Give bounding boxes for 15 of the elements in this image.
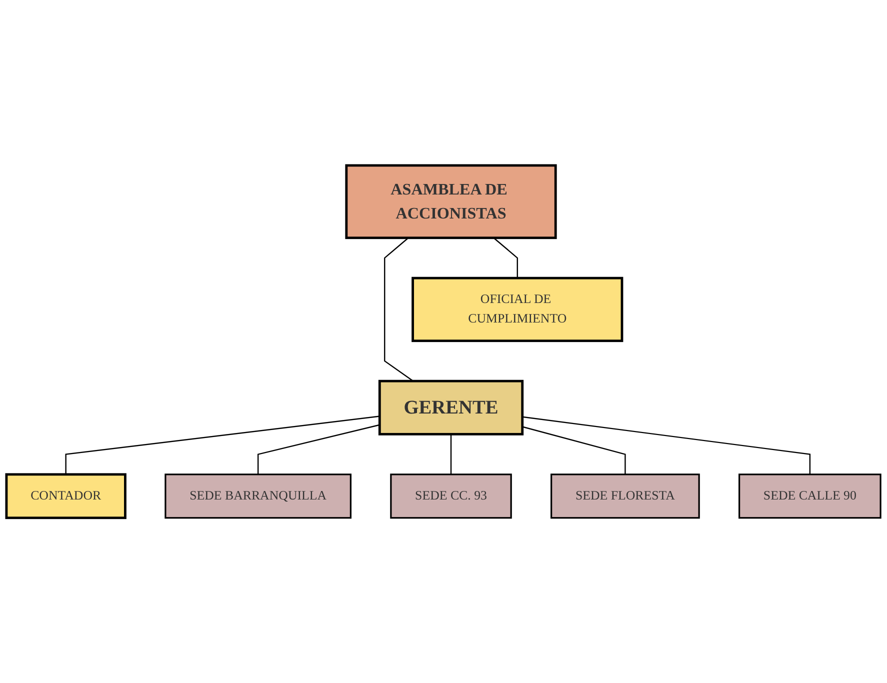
node-box: CONTADOR — [5, 473, 126, 519]
node-box: OFICIAL DE CUMPLIMIENTO — [412, 276, 624, 342]
node-box: SEDE CALLE 90 — [738, 473, 882, 518]
connector — [522, 416, 811, 474]
connector — [450, 434, 452, 474]
connector — [257, 424, 380, 474]
node-box: GERENTE — [378, 380, 524, 436]
connector — [65, 416, 380, 474]
node-box: SEDE BARRANQUILLA — [164, 473, 352, 518]
node-box: SEDE FLORESTA — [550, 473, 700, 518]
connector — [493, 237, 518, 278]
node-box: SEDE CC. 93 — [390, 473, 512, 518]
node-box: ASAMBLEA DE ACCIONISTAS — [345, 164, 557, 239]
connector — [522, 426, 626, 474]
connector — [384, 237, 414, 382]
